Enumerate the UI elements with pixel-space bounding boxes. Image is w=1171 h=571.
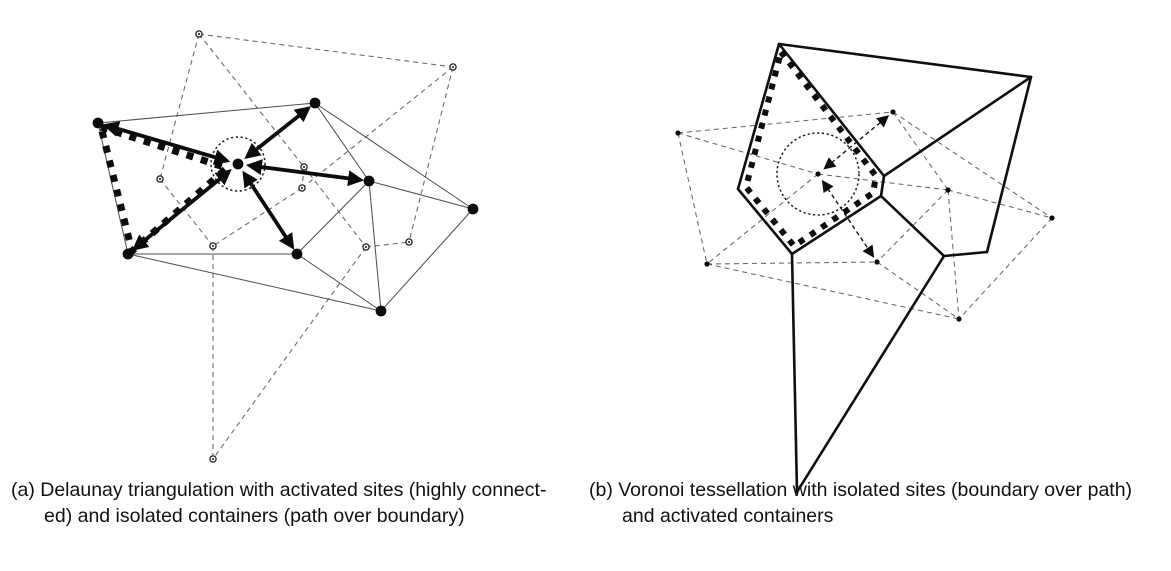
container-vertex-core <box>300 186 304 190</box>
voronoi-dashed-edge <box>408 66 454 243</box>
site-dot <box>704 261 710 267</box>
activation-arrow <box>242 170 295 250</box>
caption-b-line2: and activated containers <box>622 505 834 527</box>
caption-b-line1: (b) Voronoi tessellation with isolated s… <box>589 479 1133 501</box>
container-vertex-core <box>407 240 411 244</box>
voronoi-dashed-edge <box>198 33 454 68</box>
activation-arrow <box>102 121 231 165</box>
voronoi-edge <box>879 174 886 198</box>
delaunay-dashed-edge <box>958 217 1053 320</box>
panel-b-voronoi-tessellation <box>675 42 1055 494</box>
site-dot <box>232 158 244 170</box>
delaunay-edge <box>368 180 382 312</box>
caption-a: (a) Delaunay triangulation with activate… <box>11 477 546 529</box>
container-vertex-core <box>158 177 162 181</box>
caption-b: (b) Voronoi tessellation with isolated s… <box>589 477 1132 529</box>
voronoi-dashed-edge <box>303 166 367 248</box>
site-dot <box>92 117 104 129</box>
delaunay-edge <box>97 102 316 124</box>
delaunay-edge <box>314 102 474 210</box>
panel-a-delaunay-triangulation <box>92 30 479 463</box>
container-vertex-core <box>211 457 215 461</box>
site-dot <box>675 130 681 136</box>
container-vertex-core <box>302 165 306 169</box>
activation-arrow <box>244 106 312 160</box>
voronoi-edge <box>790 194 883 256</box>
site-dot <box>890 109 896 115</box>
delaunay-dashed-edge <box>677 132 708 265</box>
delaunay-edge <box>380 208 474 312</box>
activation-arrow <box>245 159 365 187</box>
delaunay-edge <box>296 180 370 255</box>
voronoi-dashed-edge <box>212 246 367 460</box>
voronoi-dashed-edge <box>301 66 454 189</box>
site-dot <box>815 171 821 177</box>
boundary-dotted-path <box>742 45 880 251</box>
voronoi-dashed-edge <box>159 33 200 180</box>
site-dot <box>467 203 479 215</box>
container-vertex-core <box>451 65 455 69</box>
activation-arrow <box>131 169 232 251</box>
voronoi-edge <box>879 194 946 258</box>
site-dot <box>956 316 962 322</box>
selection-dotted-circle <box>776 132 860 216</box>
container-vertex-core <box>211 244 215 248</box>
voronoi-edge <box>736 187 794 256</box>
voronoi-edge <box>795 254 946 494</box>
site-dot <box>363 175 375 187</box>
delaunay-dashed-edge <box>677 111 894 134</box>
delaunay-dashed-edge <box>892 111 1053 219</box>
delaunay-edge <box>314 102 370 182</box>
voronoi-edge <box>942 250 989 258</box>
caption-a-line1: (a) Delaunay triangulation with activate… <box>11 479 547 501</box>
delaunay-dashed-edge <box>876 261 960 320</box>
voronoi-dashed-edge <box>365 241 410 248</box>
site-dot <box>1049 215 1055 221</box>
delaunay-dashed-edge <box>706 263 960 320</box>
container-vertex-core <box>364 245 368 249</box>
caption-a-line2: ed) and isolated containers (path over b… <box>44 505 465 527</box>
container-vertex-core <box>197 32 201 36</box>
voronoi-edge <box>777 42 1033 79</box>
site-dot <box>874 259 880 265</box>
delaunay-edge <box>97 122 129 255</box>
voronoi-edge <box>790 252 799 494</box>
site-dot <box>122 248 134 260</box>
delaunay-edge <box>368 180 474 210</box>
site-dot <box>291 248 303 260</box>
voronoi-edge <box>736 42 781 191</box>
voronoi-edge <box>985 75 1033 254</box>
delaunay-dashed-edge <box>876 189 949 263</box>
site-dot <box>945 187 951 193</box>
site-dot <box>309 97 321 109</box>
voronoi-dashed-edge <box>198 33 305 168</box>
voronoi-edge <box>882 75 1033 178</box>
delaunay-dashed-edge <box>706 173 819 265</box>
delaunay-edge <box>127 253 382 312</box>
site-dot <box>375 305 387 317</box>
delaunay-edge <box>296 253 382 312</box>
voronoi-edge <box>777 42 886 178</box>
